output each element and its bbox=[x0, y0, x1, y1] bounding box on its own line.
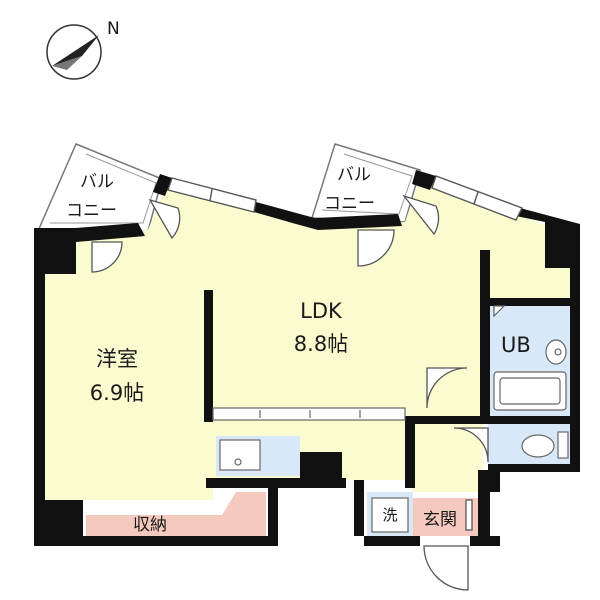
ldk-label: LDK bbox=[300, 299, 343, 323]
wall-laundry bbox=[354, 480, 420, 546]
wall-entrance-bottom bbox=[470, 536, 500, 546]
door-balcony-right-inner bbox=[402, 194, 440, 236]
door-toilet bbox=[453, 427, 489, 463]
wall-partition-v bbox=[204, 290, 213, 422]
door-ldk-hall bbox=[426, 367, 468, 409]
door-balcony-left bbox=[91, 241, 123, 273]
wall-bath-west bbox=[480, 250, 490, 422]
balcony-left-label-2: コニー bbox=[66, 201, 117, 221]
ldk-size: 8.8帖 bbox=[294, 332, 348, 356]
wall-bath-top bbox=[488, 298, 580, 306]
wall-nw-post bbox=[153, 174, 172, 196]
western-room-fill bbox=[42, 237, 213, 500]
wall-east bbox=[516, 208, 580, 304]
toilet-tank bbox=[557, 431, 569, 459]
wall-west bbox=[34, 228, 83, 546]
door-balcony-left-inner bbox=[148, 198, 181, 240]
window-ldk-1-mullion bbox=[209, 188, 213, 202]
compass: N bbox=[46, 19, 120, 80]
balcony-right-label-2: コニー bbox=[324, 194, 375, 214]
laundry-box bbox=[371, 497, 409, 533]
ub-corner-icon bbox=[493, 305, 506, 318]
wall-ne-post bbox=[412, 170, 436, 190]
balcony-left-rail bbox=[50, 153, 157, 224]
wall-kitchen-block bbox=[300, 452, 342, 480]
bathtub bbox=[493, 371, 567, 411]
balcony-left-label-1: バル bbox=[80, 172, 114, 192]
window-ldk-2-mullion bbox=[473, 191, 479, 205]
wall-north-mid bbox=[254, 202, 322, 230]
north-arrow-icon bbox=[52, 35, 99, 66]
balcony-right-rail bbox=[321, 153, 413, 215]
laundry-label: 洗 bbox=[382, 506, 397, 524]
door-entrance-frame bbox=[465, 499, 473, 531]
wall-bath-bottom bbox=[488, 416, 580, 424]
washbasin-drain bbox=[554, 348, 562, 356]
wall-storage-bottom bbox=[83, 480, 278, 546]
walls bbox=[34, 170, 580, 546]
counter-shelf bbox=[212, 407, 406, 421]
wall-hall-top bbox=[405, 416, 488, 424]
washbasin bbox=[545, 339, 567, 365]
wall-hall-west bbox=[405, 416, 415, 488]
door-entrance bbox=[423, 545, 469, 591]
storage-fill bbox=[86, 492, 266, 536]
kitchen-drain bbox=[234, 458, 242, 466]
western-room-label: 洋室 bbox=[96, 347, 138, 371]
wall-toilet-bottom bbox=[488, 464, 580, 472]
north-arrow-shadow bbox=[52, 56, 82, 70]
unit-bath-label: UB bbox=[501, 333, 531, 357]
window-ldk-2 bbox=[431, 175, 523, 221]
kitchen-sink bbox=[219, 439, 261, 471]
western-room-size: 6.9帖 bbox=[90, 381, 144, 405]
wall-north-mid2 bbox=[316, 214, 402, 230]
bathtub-inner bbox=[499, 377, 561, 405]
door-balcony-right bbox=[357, 229, 395, 267]
labels: バル コニー バル コニー LDK 8.8帖 洋室 6.9帖 UB 収納 洗 玄… bbox=[66, 165, 531, 535]
storage-label: 収納 bbox=[133, 515, 167, 535]
fixtures bbox=[212, 305, 569, 533]
entrance-label: 玄関 bbox=[423, 510, 457, 530]
balcony-right-label-1: バル bbox=[337, 165, 371, 185]
compass-label: N bbox=[107, 19, 120, 39]
wall-bath-east bbox=[570, 298, 580, 468]
windows bbox=[167, 175, 523, 221]
wall-hall-east bbox=[478, 470, 500, 546]
toilet-bowl bbox=[521, 434, 555, 458]
wall-nw bbox=[76, 223, 145, 242]
doors bbox=[91, 194, 489, 591]
window-ldk-1 bbox=[167, 177, 257, 213]
